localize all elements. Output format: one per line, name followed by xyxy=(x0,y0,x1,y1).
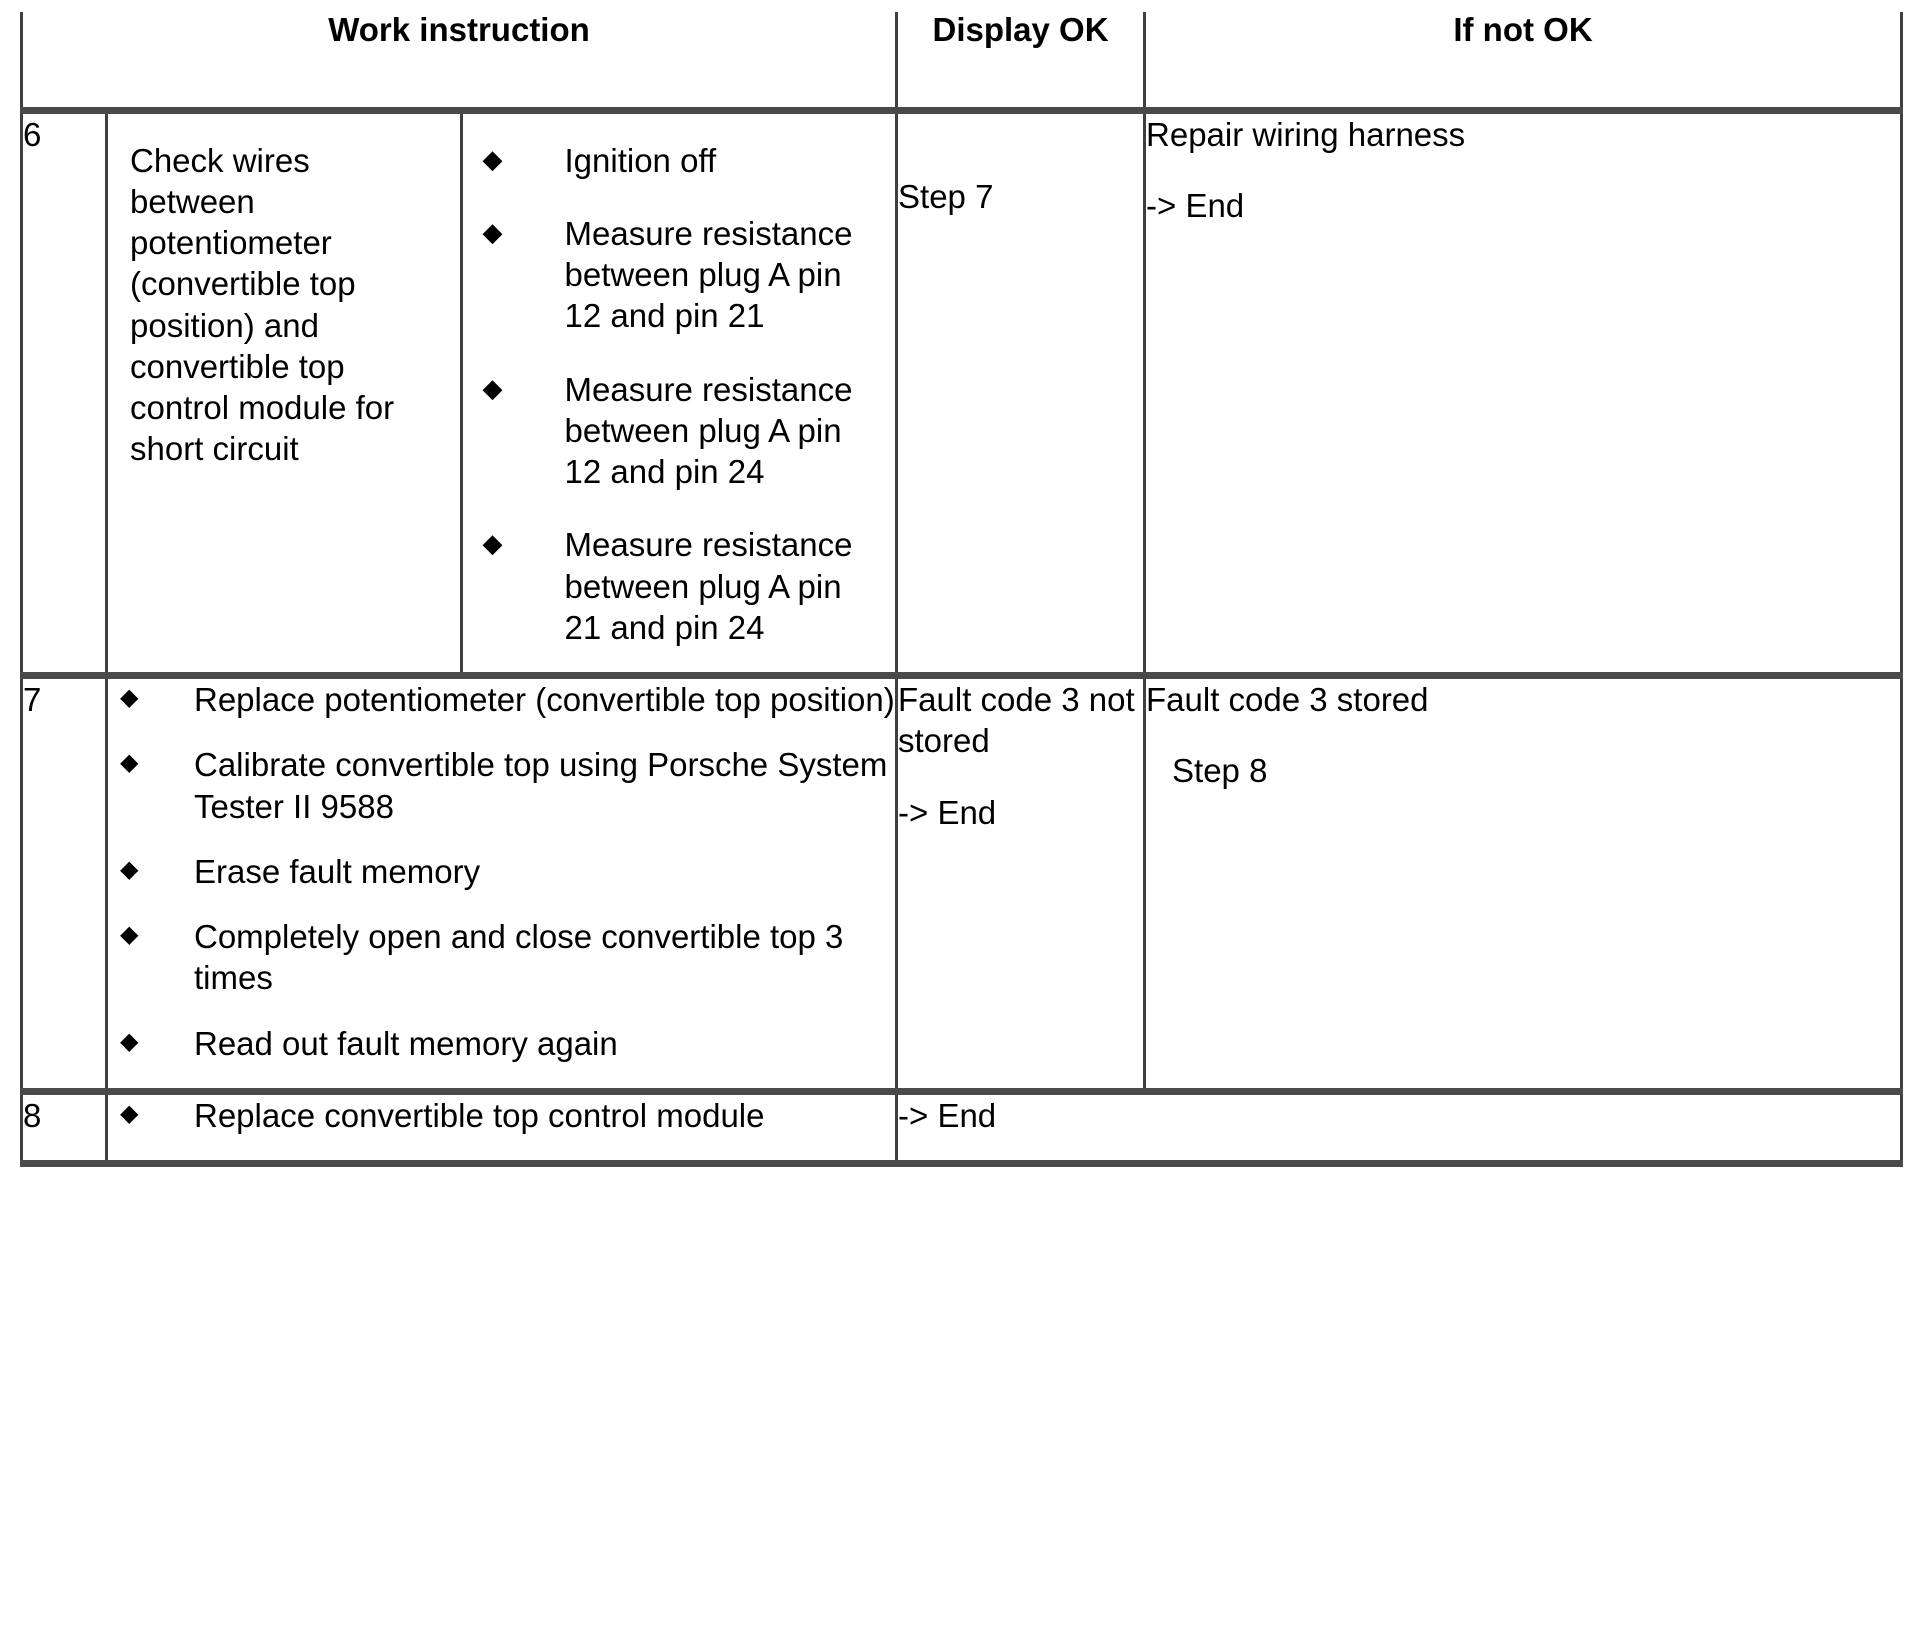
instruction-description-cell: Check wires between potentiometer (conve… xyxy=(108,113,463,672)
list-item: ◆ Read out fault memory again xyxy=(108,1023,895,1064)
list-item: ◆ Ignition off xyxy=(473,140,883,181)
if-not-ok-cell: Fault code 3 stored Step 8 xyxy=(1143,675,1904,1095)
header-display-ok: Display OK xyxy=(895,11,1145,114)
if-not-ok-end-text: -> End xyxy=(1146,186,1245,224)
display-ok-cell: Step 7 xyxy=(895,110,1145,679)
list-item: ◆ Measure resistance between plug A pin … xyxy=(473,369,883,493)
header-if-not-ok: If not OK xyxy=(1143,11,1904,114)
list-item-label: Read out fault memory again xyxy=(194,1024,618,1062)
if-not-ok-text: Repair wiring harness xyxy=(1146,115,1466,153)
diamond-bullet-icon: ◆ xyxy=(120,749,139,777)
diamond-bullet-icon: ◆ xyxy=(482,216,503,247)
instruction-description: Check wires between potentiometer (conve… xyxy=(130,141,395,468)
instruction-subtable: Check wires between potentiometer (conve… xyxy=(108,113,898,673)
if-not-ok-text: Fault code 3 stored xyxy=(1146,681,1429,718)
diamond-bullet-icon: ◆ xyxy=(120,1099,139,1127)
instruction-bullets-cell: ◆ Ignition off ◆ Measure resistance betw… xyxy=(461,114,898,673)
display-ok-cell: -> End xyxy=(895,1091,1904,1168)
list-item-label: Ignition off xyxy=(564,141,717,179)
header-work-instruction: Work instruction xyxy=(19,11,897,114)
diamond-bullet-icon: ◆ xyxy=(482,143,503,174)
display-ok-cell: Fault code 3 not stored -> End xyxy=(895,675,1145,1095)
instruction-cell: ◆ Replace potentiometer (convertible top… xyxy=(104,675,897,1095)
step-number: 8 xyxy=(20,1091,107,1168)
bullet-list: ◆ Replace potentiometer (convertible top… xyxy=(108,679,895,1064)
step-number: 6 xyxy=(20,110,107,679)
table-row: 6 Check wires between potentiometer (con… xyxy=(20,110,1904,679)
list-item-label: Erase fault memory xyxy=(194,852,481,890)
list-item: ◆ Measure resistance between plug A pin … xyxy=(473,524,883,648)
table-header-row: Work instruction Display OK If not OK xyxy=(19,11,1904,114)
bullet-list: ◆ Ignition off ◆ Measure resistance betw… xyxy=(473,140,883,649)
list-item: ◆ Completely open and close convertible … xyxy=(108,916,895,999)
display-ok-text: -> End xyxy=(898,1096,997,1134)
instruction-cell: ◆ Replace convertible top control module xyxy=(104,1091,897,1168)
table-row: 8 ◆ Replace convertible top control modu… xyxy=(20,1091,1904,1168)
diamond-bullet-icon: ◆ xyxy=(482,528,503,559)
list-item: ◆ Replace potentiometer (convertible top… xyxy=(108,679,895,720)
work-instruction-table: Work instruction Display OK If not OK 6 xyxy=(19,11,1904,1168)
diamond-bullet-icon: ◆ xyxy=(120,1027,139,1055)
list-item: ◆ Calibrate convertible top using Porsch… xyxy=(108,744,895,827)
diamond-bullet-icon: ◆ xyxy=(120,921,139,948)
list-item-label: Calibrate convertible top using Porsche … xyxy=(194,746,888,825)
if-not-ok-cell: Repair wiring harness -> End xyxy=(1143,110,1904,679)
list-item-label: Replace convertible top control module xyxy=(194,1096,765,1134)
diamond-bullet-icon: ◆ xyxy=(120,684,139,711)
bullet-list: ◆ Replace convertible top control module xyxy=(108,1095,895,1136)
table-row: 7 ◆ Replace potentiometer (convertible t… xyxy=(20,675,1904,1095)
display-ok-end-text: -> End xyxy=(898,793,997,831)
diamond-bullet-icon: ◆ xyxy=(120,855,139,883)
list-item-label: Measure resistance between plug A pin 21… xyxy=(564,526,853,646)
list-item: ◆ Erase fault memory xyxy=(108,851,895,892)
list-item-label: Replace potentiometer (convertible top p… xyxy=(194,681,895,718)
if-not-ok-step-text: Step 8 xyxy=(1172,752,1268,790)
list-item: ◆ Measure resistance between plug A pin … xyxy=(473,213,883,337)
instruction-cell: Check wires between potentiometer (conve… xyxy=(104,110,898,679)
list-item-label: Measure resistance between plug A pin 12… xyxy=(564,370,853,491)
diamond-bullet-icon: ◆ xyxy=(482,372,503,403)
display-ok-text: Step 7 xyxy=(898,177,994,215)
list-item: ◆ Replace convertible top control module xyxy=(108,1095,895,1136)
list-item-label: Completely open and close convertible to… xyxy=(194,918,844,997)
display-ok-text: Fault code 3 not stored xyxy=(898,681,1135,760)
step-number: 7 xyxy=(20,675,107,1095)
list-item-label: Measure resistance between plug A pin 12… xyxy=(564,214,853,335)
